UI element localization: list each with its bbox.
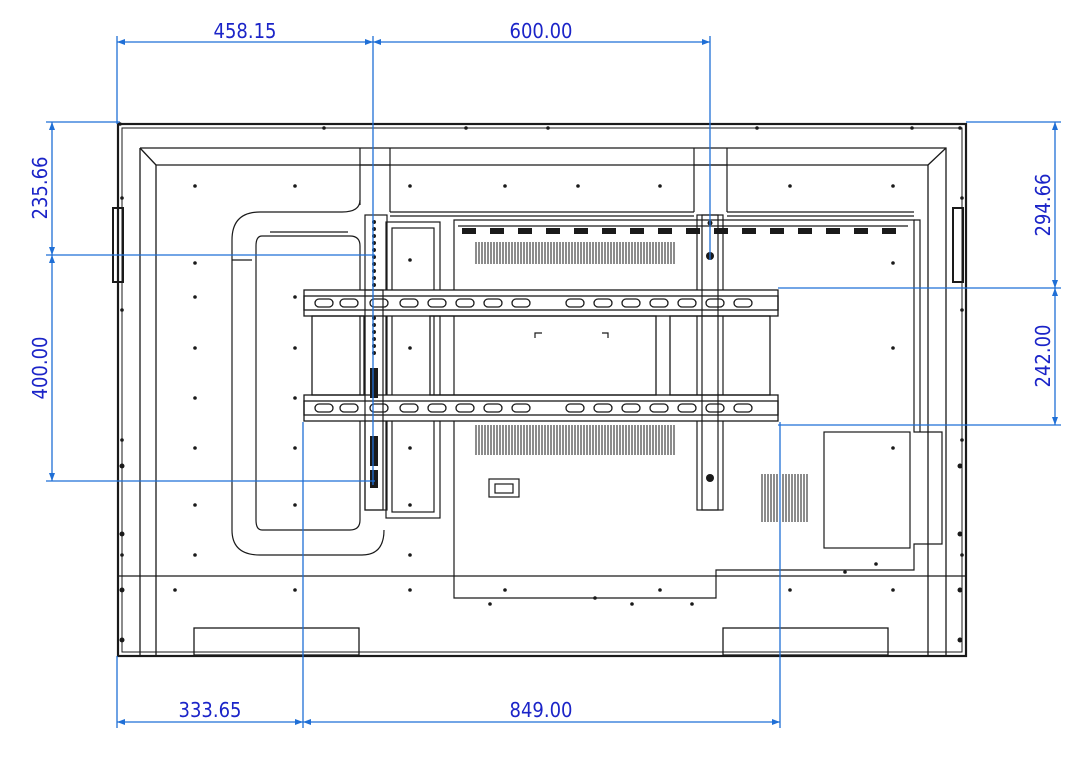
dim-right-upper: 294.66 xyxy=(1031,174,1055,237)
dimension-labels: 458.15 600.00 235.66 400.00 294.66 242.0… xyxy=(28,19,1055,722)
dim-top-left: 458.15 xyxy=(214,19,277,43)
dim-top-right: 600.00 xyxy=(510,19,573,43)
dim-left-lower: 400.00 xyxy=(28,337,52,400)
dim-bottom-right: 849.00 xyxy=(510,698,573,722)
dimension-arrows xyxy=(49,39,1058,725)
screw-dots xyxy=(118,122,964,643)
vent-grilles xyxy=(462,228,896,522)
dimension-lines xyxy=(46,36,1061,728)
dim-bottom-left: 333.65 xyxy=(179,698,242,722)
rear-housing xyxy=(231,148,943,599)
tv-outline xyxy=(112,122,968,658)
wall-mount-bracket xyxy=(303,289,779,422)
dim-left-upper: 235.66 xyxy=(28,157,52,220)
dim-right-lower: 242.00 xyxy=(1031,325,1055,388)
